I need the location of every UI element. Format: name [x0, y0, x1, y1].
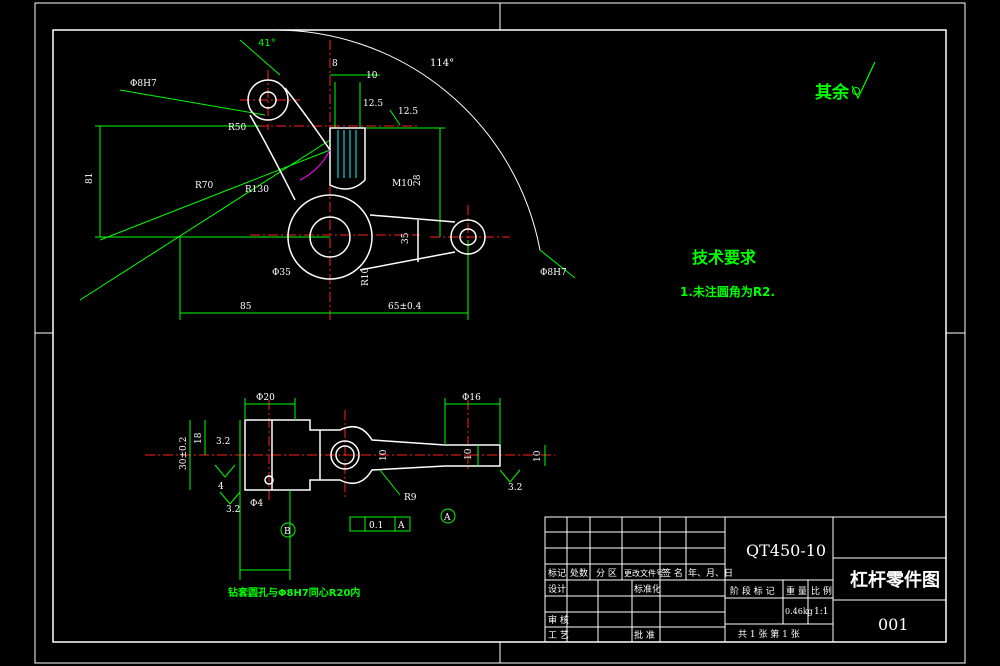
sheet-count: 共 1 张 第 1 张: [738, 628, 800, 640]
centring-marks: [35, 3, 965, 663]
dim-4: 4: [218, 482, 224, 492]
dim-3-2-c: 3.2: [508, 483, 522, 493]
lever-outline: [247, 79, 486, 280]
drawing-number: 001: [878, 615, 909, 634]
dim-10-mid: 10: [379, 449, 389, 461]
standard-label: 标准化: [634, 583, 661, 595]
stage-label: 阶 段 标 记: [730, 585, 775, 597]
review-label: 审 核: [548, 614, 569, 626]
dim-8: 8: [332, 59, 338, 69]
section-hatch: [337, 130, 357, 178]
material-label: QT450-10: [746, 541, 826, 560]
bottom-view: Φ20 Φ16 30±0.2 18 10 10 10 4 Φ4 3.2 3.2 …: [145, 393, 555, 599]
part-name: 杠杆零件图: [850, 569, 940, 591]
tolerance-datum: A: [397, 521, 405, 531]
scale-label: 比 例: [811, 585, 832, 597]
dim-8h7-a: Φ8H7: [130, 79, 157, 89]
tech-req-title: 技术要求: [692, 248, 757, 267]
datum-a-label: A: [443, 513, 451, 523]
dim-r9-bottom: R9: [404, 493, 417, 503]
roughness-circle-icon: [852, 87, 860, 95]
dim-81: 81: [85, 173, 95, 184]
design-label: 设计: [548, 583, 566, 595]
tolerance-value: 0.1: [369, 521, 383, 531]
break-line: [299, 149, 331, 181]
roughness-symbol-icon: [851, 61, 876, 100]
approve-label: 批 准: [634, 629, 655, 641]
dim-r70: R70: [195, 181, 214, 191]
angle-41-label: 41°: [258, 38, 276, 49]
weight-value: 0.46kg: [785, 607, 813, 616]
dim-3-2-b: 3.2: [226, 505, 240, 515]
title-block: QT450-10 杠杆零件图 001 标记 处数 分 区 更改文件号 签 名 年…: [544, 516, 947, 643]
datum-b-label: B: [284, 527, 291, 537]
bottom-center-lines: [145, 400, 555, 500]
dim-phi4: Φ4: [250, 499, 263, 509]
head-date: 年、月、日: [688, 567, 733, 579]
dim-12-5-b: 12.5: [398, 107, 418, 117]
tech-req-note: 1.未注圆角为R2.: [680, 284, 775, 299]
weight-label: 重 量: [786, 585, 807, 597]
dim-r10: R10: [361, 267, 371, 286]
dim-28: 28: [413, 174, 423, 186]
head-mark: 标记: [548, 567, 566, 579]
bottom-note: 钻套圆孔与Φ8H7同心R20内: [228, 586, 360, 599]
dim-r130: R130: [245, 185, 269, 195]
dim-10-far: 10: [533, 450, 543, 462]
dim-3-2-a: 3.2: [216, 437, 230, 447]
dim-18: 18: [194, 432, 204, 444]
head-count: 处数: [570, 567, 588, 579]
title-block-grid: [544, 516, 947, 643]
roughness-label: 其余: [815, 82, 850, 103]
bottom-outline: [244, 419, 501, 491]
dim-phi20: Φ20: [256, 393, 275, 403]
angle-114-label: 114°: [430, 58, 454, 69]
dim-30: 30±0.2: [179, 437, 189, 470]
dim-85: 85: [240, 302, 252, 312]
dim-m10: M10: [392, 179, 413, 189]
dim-10: 10: [366, 71, 378, 81]
head-zone: 分 区: [596, 568, 617, 579]
head-change-doc: 更改文件号: [624, 568, 664, 578]
dim-35: 35: [401, 232, 411, 244]
head-sign: 签 名: [662, 567, 683, 579]
process-label: 工 艺: [548, 630, 569, 641]
dim-12-5-a: 12.5: [363, 99, 383, 109]
dim-65: 65±0.4: [388, 302, 422, 312]
dim-phi35: Φ35: [272, 268, 291, 278]
dim-10-right: 10: [464, 448, 474, 460]
dim-phi16: Φ16: [462, 393, 481, 403]
dim-8h7-b: Φ8H7: [540, 268, 567, 278]
front-view: 41° 114° 8 10 12.5 12.5 Φ8H7 R50 R70 R13…: [79, 29, 876, 320]
dim-r50: R50: [228, 123, 247, 133]
scale-value: 1:1: [814, 607, 828, 617]
bottom-dimension-lines: [189, 398, 546, 580]
swing-arc: [269, 29, 541, 251]
dimension-lines: [79, 39, 576, 320]
